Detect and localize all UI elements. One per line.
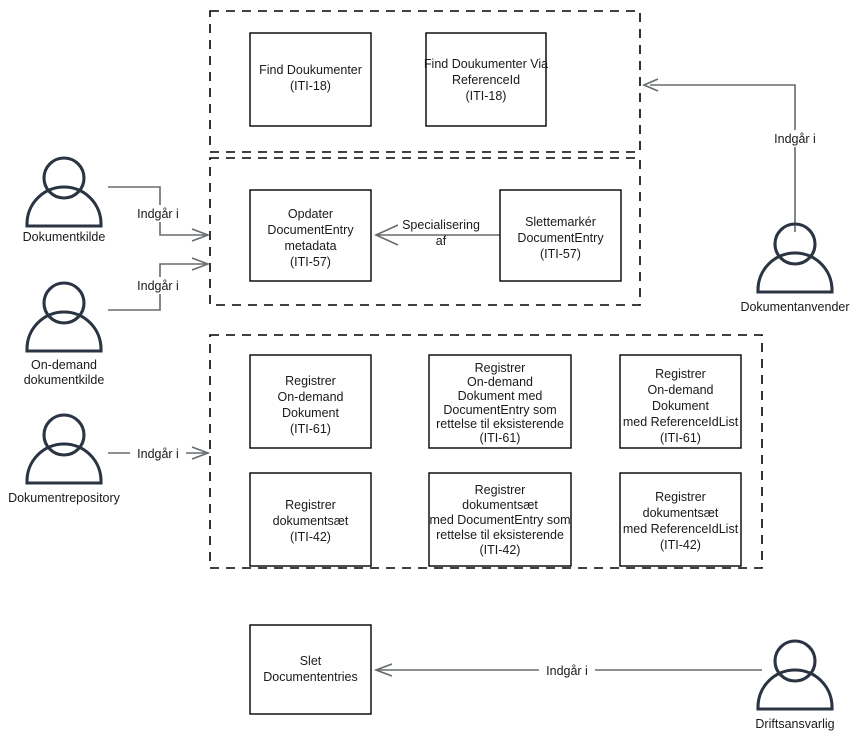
use-case-line: (ITI-61) xyxy=(660,431,701,445)
actor-body-icon xyxy=(25,185,103,228)
use-case-line: Registrer xyxy=(475,483,526,497)
actor-head-icon xyxy=(773,222,817,266)
actor-dokumentrepository[interactable]: Dokumentrepository xyxy=(8,413,121,505)
actor-on-demand-dokumentkilde[interactable]: On-demand dokumentkilde xyxy=(24,281,105,387)
use-case-line: On-demand xyxy=(467,375,533,389)
use-case-registrer-on-demand-dokument[interactable]: Registrer On-demand Dokument (ITI-61) xyxy=(249,354,372,449)
use-case-registrer-on-demand-dokument-referenceidlist[interactable]: Registrer On-demand Dokument med Referen… xyxy=(619,354,742,449)
use-case-line: rettelse til eksisterende xyxy=(436,528,564,542)
actor-dokumentanvender[interactable]: Dokumentanvender xyxy=(740,222,850,314)
use-case-line: Slet xyxy=(300,654,322,668)
use-case-line: (ITI-18) xyxy=(290,79,331,93)
use-case-line: (ITI-57) xyxy=(540,247,581,261)
use-case-line: Registrer xyxy=(655,367,706,381)
use-case-line: (ITI-57) xyxy=(290,255,331,269)
arrowhead-specialisering xyxy=(374,224,399,246)
connector-dokumentanvender xyxy=(650,84,796,232)
actor-label: dokumentkilde xyxy=(24,373,105,387)
use-case-line: (ITI-61) xyxy=(480,431,521,445)
use-case-line: On-demand xyxy=(647,383,713,397)
use-case-line: Dokument med xyxy=(458,389,543,403)
arrowhead-dokumentrepository xyxy=(191,446,211,460)
use-case-line: Opdater xyxy=(288,207,333,221)
edge-label-indgaar-i-driftsansvarlig: Indgår i xyxy=(546,664,588,678)
use-case-find-dokumenter-via-referenceid[interactable]: Find Doukumenter Via ReferenceId (ITI-18… xyxy=(424,32,548,127)
arrowhead-dokumentanvender xyxy=(641,78,659,92)
use-case-line: metadata xyxy=(284,239,336,253)
use-case-line: (ITI-42) xyxy=(480,543,521,557)
actor-label: On-demand xyxy=(31,358,97,372)
use-case-line: Registrer xyxy=(285,374,336,388)
use-case-line: ReferenceId xyxy=(452,73,520,87)
edge-label-indgaar-i-on-demand-kilde: Indgår i xyxy=(137,279,179,293)
use-case-line: dokumentsæt xyxy=(273,514,349,528)
arrowhead-on-demand-dokumentkilde xyxy=(191,257,211,271)
edge-label-indgaar-i-dokumentrepository: Indgår i xyxy=(137,447,179,461)
actor-head-icon xyxy=(42,413,86,457)
use-case-line: Slettemarkér xyxy=(525,215,596,229)
actor-head-icon xyxy=(42,156,86,200)
use-case-line: Documententries xyxy=(263,670,358,684)
edge-labels: Indgår i Indgår i Indgår i Indgår i Indg… xyxy=(130,130,823,679)
use-case-line: On-demand xyxy=(277,390,343,404)
actor-label: Dokumentrepository xyxy=(8,491,121,505)
actor-body-icon xyxy=(25,310,103,353)
use-case-line: Registrer xyxy=(655,490,706,504)
group-frames xyxy=(209,10,763,569)
actor-dokumentkilde[interactable]: Dokumentkilde xyxy=(23,156,106,244)
use-case-line: Registrer xyxy=(475,361,526,375)
use-case-line: (ITI-61) xyxy=(290,422,331,436)
actor-label: Dokumentanvender xyxy=(740,300,849,314)
actor-body-icon xyxy=(756,251,834,294)
use-case-registrer-on-demand-dokument-rettelse[interactable]: Registrer On-demand Dokument med Documen… xyxy=(428,354,572,449)
arrowhead-driftsansvarlig xyxy=(373,663,393,677)
use-case-line: med ReferenceIdList xyxy=(623,522,739,536)
use-case-line: (ITI-18) xyxy=(466,89,507,103)
use-case-line: Registrer xyxy=(285,498,336,512)
use-case-line: DocumentEntry xyxy=(267,223,354,237)
use-case-slet-documententries[interactable]: Slet Documententries xyxy=(249,624,372,715)
use-case-line: (ITI-42) xyxy=(290,530,331,544)
actor-head-icon xyxy=(773,639,817,683)
actor-body-icon xyxy=(756,668,834,711)
use-case-line: Find Doukumenter Via xyxy=(424,57,548,71)
use-case-line: med DocumentEntry som xyxy=(429,513,570,527)
edge-label-specialisering-af-line1: Specialisering xyxy=(402,218,480,232)
arrowhead-dokumentkilde xyxy=(191,228,211,242)
group-find-boundary xyxy=(209,10,641,153)
use-case-line: (ITI-42) xyxy=(660,538,701,552)
actor-driftsansvarlig[interactable]: Driftsansvarlig xyxy=(755,639,835,731)
use-case-line: dokumentsæt xyxy=(643,506,719,520)
use-case-line: dokumentsæt xyxy=(462,498,538,512)
actor-label: Dokumentkilde xyxy=(23,230,106,244)
actor-head-icon xyxy=(42,281,86,325)
use-case-slettemarker-documententry[interactable]: Slettemarkér DocumentEntry (ITI-57) xyxy=(499,189,622,282)
actor-body-icon xyxy=(25,442,103,485)
group-update-boundary xyxy=(209,157,641,306)
use-case-line: Dokument xyxy=(282,406,339,420)
use-case-line: DocumentEntry som xyxy=(443,403,556,417)
use-case-line: DocumentEntry xyxy=(517,231,604,245)
use-case-line: Dokument xyxy=(652,399,709,413)
use-case-line: rettelse til eksisterende xyxy=(436,417,564,431)
use-case-line: med ReferenceIdList xyxy=(623,415,739,429)
actors: Dokumentkilde On-demand dokumentkilde Do… xyxy=(8,156,850,731)
actor-label: Driftsansvarlig xyxy=(755,717,834,731)
edge-label-indgaar-i-dokumentanvender: Indgår i xyxy=(774,132,816,146)
use-case-find-dokumenter[interactable]: Find Doukumenter (ITI-18) xyxy=(249,32,372,127)
edge-label-indgaar-i-dokumentkilde: Indgår i xyxy=(137,207,179,221)
use-case-registrer-dokumentsaet-rettelse[interactable]: Registrer dokumentsæt med DocumentEntry … xyxy=(428,472,572,567)
use-case-registrer-dokumentsaet[interactable]: Registrer dokumentsæt (ITI-42) xyxy=(249,472,372,567)
use-case-opdater-documententry-metadata[interactable]: Opdater DocumentEntry metadata (ITI-57) xyxy=(249,189,372,282)
edge-label-specialisering-af-line2: af xyxy=(436,234,447,248)
group-register-boundary xyxy=(209,334,763,569)
use-case-registrer-dokumentsaet-referenceidlist[interactable]: Registrer dokumentsæt med ReferenceIdLis… xyxy=(619,472,742,567)
use-case-line: Find Doukumenter xyxy=(259,63,362,77)
use-case-boxes: Find Doukumenter (ITI-18) Find Doukument… xyxy=(249,32,742,715)
